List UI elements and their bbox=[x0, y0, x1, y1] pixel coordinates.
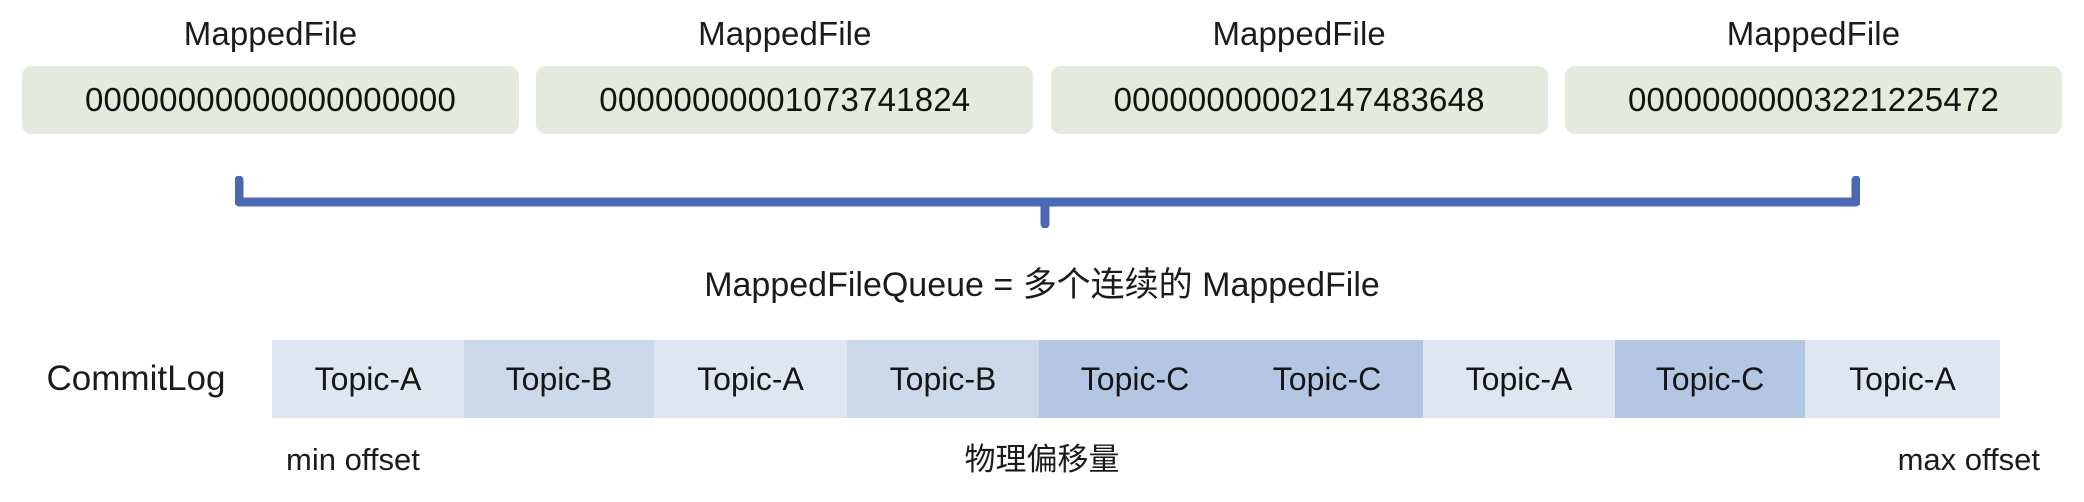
mappedfile-box-1: 00000000000000000000 bbox=[22, 66, 519, 134]
mappedfile-name-3: 00000000002147483648 bbox=[1113, 81, 1485, 118]
commitlog-segment-label: Topic-A bbox=[697, 361, 804, 397]
mappedfile-column-2: MappedFile 00000000001073741824 bbox=[536, 14, 1034, 134]
mappedfile-title-2: MappedFile bbox=[698, 15, 872, 52]
commitlog-segment-label: Topic-B bbox=[505, 361, 613, 397]
commitlog-segment: Topic-A bbox=[272, 340, 464, 418]
physical-offset-label: 物理偏移量 bbox=[964, 442, 1120, 477]
commitlog-segment: Topic-C bbox=[1231, 340, 1423, 418]
max-offset-label: max offset bbox=[1897, 442, 2040, 477]
mappedfile-box-2: 00000000001073741824 bbox=[536, 66, 1034, 134]
offset-label-row: min offset 物理偏移量 max offset bbox=[0, 440, 2084, 490]
mappedfile-box-4: 00000000003221225472 bbox=[1564, 66, 2062, 134]
commitlog-segment: Topic-C bbox=[1039, 340, 1231, 418]
commitlog-label: CommitLog bbox=[46, 359, 226, 398]
commitlog-segment-label: Topic-B bbox=[889, 361, 997, 397]
mappedfile-column-4: MappedFile 00000000003221225472 bbox=[1564, 14, 2062, 134]
commitlog-segment-label: Topic-C bbox=[1080, 361, 1190, 397]
commitlog-segment-label: Topic-C bbox=[1272, 361, 1382, 397]
mappedfile-title-4: MappedFile bbox=[1726, 15, 1901, 52]
mappedfile-column-3: MappedFile 00000000002147483648 bbox=[1050, 14, 1548, 134]
commitlog-segment: Topic-A bbox=[1805, 340, 2000, 418]
brace-path bbox=[235, 176, 1860, 228]
min-offset-label: min offset bbox=[286, 442, 420, 477]
commitlog-segment-label: Topic-A bbox=[1849, 361, 1956, 397]
mappedfile-name-1: 00000000000000000000 bbox=[84, 81, 457, 118]
commitlog-segment: Topic-B bbox=[464, 340, 654, 418]
mappedfilequeue-caption: MappedFileQueue = 多个连续的 MappedFile bbox=[704, 266, 1380, 304]
commitlog-segments: Topic-A Topic-B Topic-A Topic-B Topic-C Topic… bbox=[272, 340, 2000, 418]
commitlog-segment: Topic-A bbox=[1423, 340, 1615, 418]
commitlog-segment-label: Topic-A bbox=[1465, 361, 1573, 397]
commitlog-segment-label: Topic-C bbox=[1655, 361, 1765, 397]
mappedfile-column-1: MappedFile 00000000000000000000 bbox=[22, 14, 519, 134]
mappedfile-row: MappedFile 00000000000000000000 MappedFi… bbox=[22, 14, 2062, 149]
commitlog-segment: Topic-A bbox=[654, 340, 847, 418]
mappedfile-title-3: MappedFile bbox=[1212, 15, 1386, 52]
mapped-file-queue-brace bbox=[235, 176, 1860, 228]
mappedfile-name-4: 00000000003221225472 bbox=[1627, 81, 2000, 118]
commitlog-segment: Topic-C bbox=[1615, 340, 1805, 418]
mappedfile-title-1: MappedFile bbox=[183, 15, 358, 52]
commitlog-segment: Topic-B bbox=[847, 340, 1039, 418]
mappedfile-name-2: 00000000001073741824 bbox=[599, 81, 971, 118]
mappedfile-box-3: 00000000002147483648 bbox=[1050, 66, 1548, 134]
commitlog-segment-label: Topic-A bbox=[314, 361, 422, 397]
